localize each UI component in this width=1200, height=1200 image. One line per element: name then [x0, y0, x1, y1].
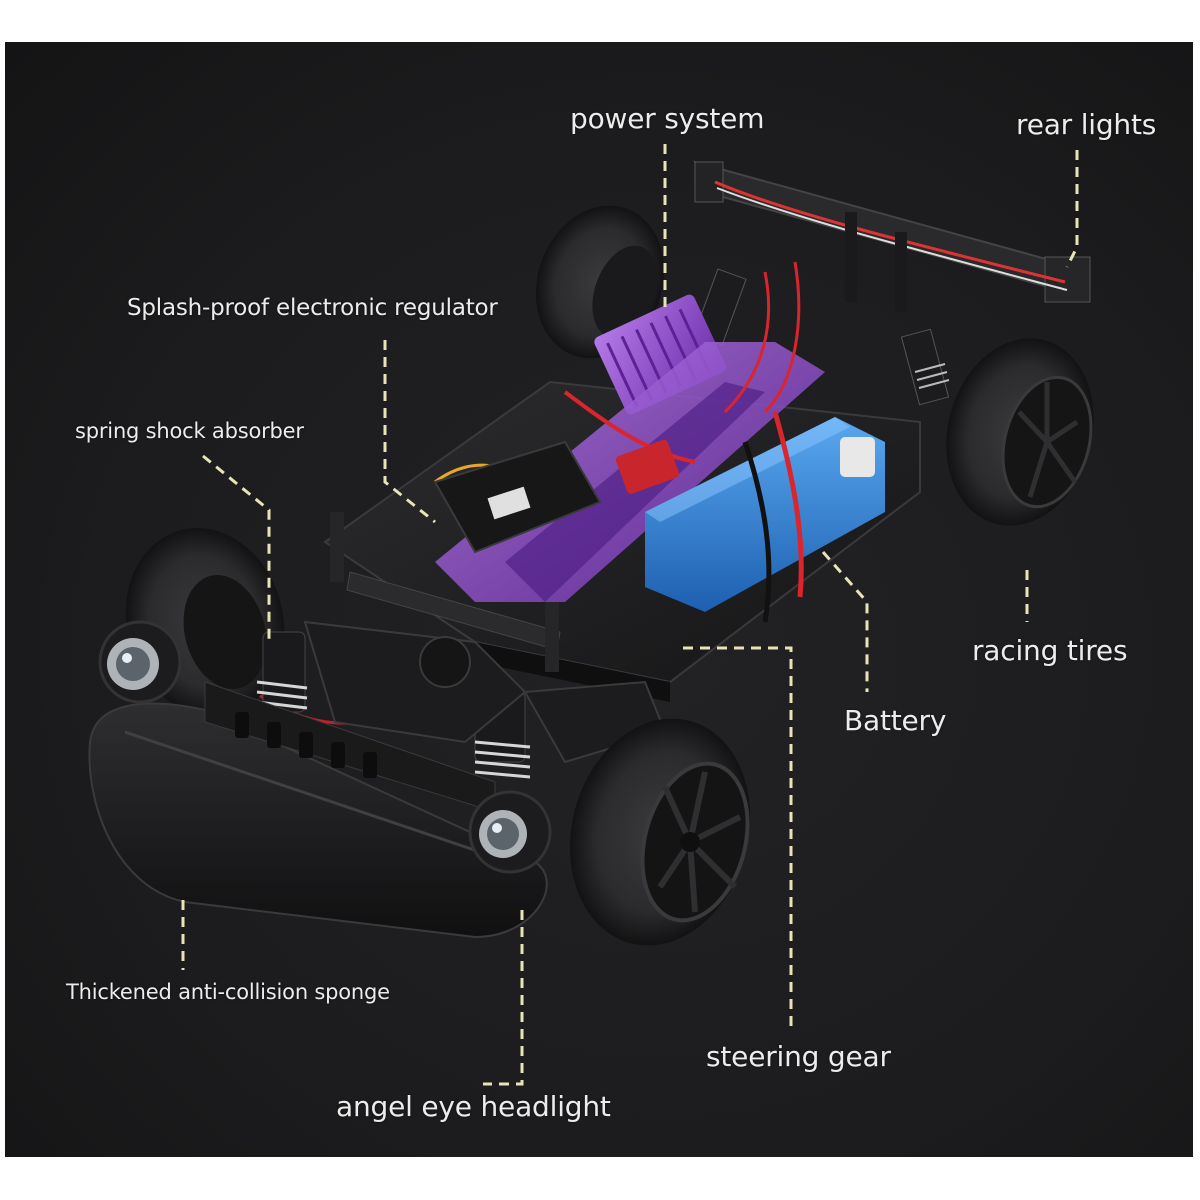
- rear-right-tire: [946, 338, 1094, 526]
- label-rear-lights: rear lights: [1016, 108, 1157, 141]
- label-steering-gear: steering gear: [706, 1040, 891, 1073]
- label-electronic-regulator: Splash-proof electronic regulator: [127, 295, 498, 321]
- callout-line-rear-lights: [1065, 150, 1079, 268]
- label-angel-eye-headlight: angel eye headlight: [336, 1090, 611, 1123]
- label-spring-shock-absorber: spring shock absorber: [75, 419, 304, 443]
- callout-line-battery: [821, 551, 869, 692]
- right-headlight: [468, 790, 552, 874]
- label-power-system: power system: [570, 102, 765, 135]
- electronic-regulator: [433, 440, 602, 554]
- label-anti-collision-sponge: Thickened anti-collision sponge: [66, 980, 390, 1004]
- label-battery: Battery: [844, 704, 947, 737]
- front-right-tire: [569, 718, 751, 946]
- label-racing-tires: racing tires: [972, 634, 1128, 667]
- callout-line-headlight: [483, 910, 524, 1086]
- callout-line-steering: [683, 646, 793, 1032]
- rear-light-bar: [693, 160, 1091, 312]
- callout-lines: [181, 144, 1079, 1086]
- bumper-sponge: [88, 681, 548, 939]
- callout-line-shock: [202, 454, 271, 642]
- rc-car-illustration: [88, 144, 1094, 1086]
- callout-line-regulator: [383, 340, 436, 524]
- infographic-panel: power system rear lights Splash-proof el…: [5, 42, 1193, 1157]
- front-body-post: [330, 512, 561, 672]
- rear-left-tire: [535, 205, 665, 359]
- left-headlight: [98, 620, 182, 704]
- red-connector: [615, 439, 680, 494]
